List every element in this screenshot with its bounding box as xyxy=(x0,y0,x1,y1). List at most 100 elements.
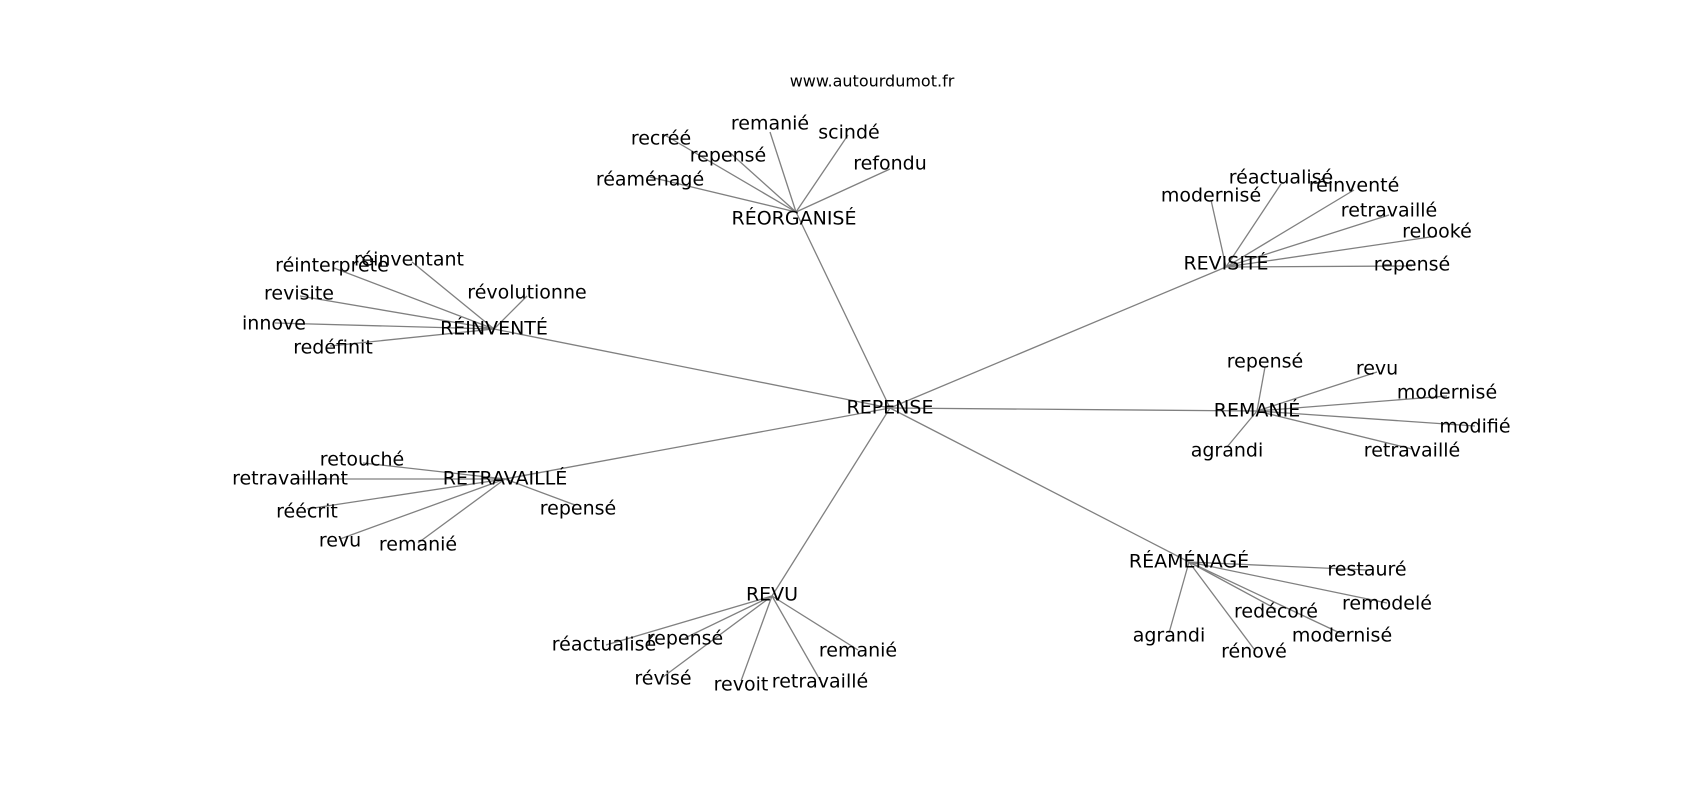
hub-leaf-edge xyxy=(662,595,773,678)
hub-leaf-edge xyxy=(493,295,528,330)
hub-leaf-edge xyxy=(1256,410,1413,450)
hub-leaf-edge xyxy=(274,322,495,330)
hub-leaf-edge xyxy=(1188,561,1277,610)
hub-node[interactable]: RÉAMÉNAGÉ xyxy=(1129,550,1249,573)
leaf-node[interactable]: repensé xyxy=(1227,351,1303,373)
hub-node[interactable]: REMANIÉ xyxy=(1214,399,1300,422)
hub-leaf-edge xyxy=(1188,561,1368,571)
root-hub-edge xyxy=(795,211,891,409)
hub-leaf-edge xyxy=(1188,561,1343,635)
graph-labels: REPENSE RÉORGANISÉ recréé remanié scindé… xyxy=(232,113,1511,696)
leaf-node[interactable]: remanié xyxy=(731,113,809,135)
hub-leaf-edge xyxy=(1225,189,1355,268)
hub-leaf-edge xyxy=(362,462,506,480)
leaf-node[interactable]: remanié xyxy=(379,534,457,556)
hub-leaf-edge xyxy=(1168,561,1190,634)
leaf-node[interactable]: réaménagé xyxy=(596,169,704,191)
leaf-node[interactable]: réactualisé xyxy=(552,634,656,656)
hub-leaf-edge xyxy=(740,595,773,682)
leaf-node[interactable]: réinventant xyxy=(354,249,464,271)
leaf-node[interactable]: retravaillé xyxy=(772,671,868,693)
hub-leaf-edge xyxy=(771,595,859,651)
leaf-node[interactable]: réactualisé xyxy=(1229,167,1333,189)
leaf-node[interactable]: revisite xyxy=(264,283,334,305)
hub-leaf-edge xyxy=(1256,371,1378,412)
leaf-node[interactable]: scindé xyxy=(818,122,879,144)
leaf-node[interactable]: modernisé xyxy=(1161,185,1261,207)
root-hub-edge xyxy=(504,407,891,480)
hub-leaf-edge xyxy=(306,478,506,510)
leaf-node[interactable]: redécoré xyxy=(1234,601,1318,623)
hub-leaf-edge xyxy=(417,478,506,544)
leaf-node[interactable]: révisé xyxy=(634,668,691,690)
leaf-node[interactable]: revu xyxy=(319,530,361,552)
root-hub-edge xyxy=(889,266,1227,409)
leaf-node[interactable]: relooké xyxy=(1402,221,1472,243)
leaf-node[interactable]: rénové xyxy=(1221,641,1287,663)
hub-leaf-edge xyxy=(771,595,821,681)
hub-leaf-edge xyxy=(1225,235,1438,268)
leaf-node[interactable]: révolutionne xyxy=(467,282,586,304)
leaf-node[interactable]: modifié xyxy=(1439,416,1510,438)
leaf-node[interactable]: revoit xyxy=(714,674,769,696)
hub-leaf-edge xyxy=(411,261,495,330)
hub-node[interactable]: REVISITÉ xyxy=(1183,252,1268,275)
leaf-node[interactable]: réinterprète xyxy=(275,255,389,277)
hub-leaf-edge xyxy=(1188,561,1388,604)
leaf-node[interactable]: modernisé xyxy=(1292,625,1392,647)
hub-leaf-edge xyxy=(649,176,797,213)
leaf-node[interactable]: retouché xyxy=(320,449,404,471)
root-hub-edge xyxy=(493,328,891,409)
leaf-node[interactable]: repensé xyxy=(540,498,616,520)
hub-node[interactable]: REVU xyxy=(746,584,798,606)
hub-leaf-edge xyxy=(1225,214,1390,268)
leaf-node[interactable]: innove xyxy=(242,313,306,335)
root-node[interactable]: REPENSE xyxy=(847,397,934,419)
leaf-node[interactable]: réécrit xyxy=(276,501,338,523)
hub-leaf-edge xyxy=(684,595,773,639)
hub-leaf-edge xyxy=(1226,410,1258,448)
leaf-node[interactable]: repensé xyxy=(1374,254,1450,276)
hub-leaf-edge xyxy=(1256,366,1266,412)
hub-leaf-edge xyxy=(339,478,506,540)
leaf-node[interactable]: modernisé xyxy=(1397,382,1497,404)
hub-node[interactable]: RÉINVENTÉ xyxy=(440,317,548,340)
leaf-node[interactable]: retravaillant xyxy=(232,468,348,490)
leaf-node[interactable]: redéfinit xyxy=(293,337,373,359)
hub-node[interactable]: RETRAVAILLÉ xyxy=(443,467,568,490)
hub-leaf-edge xyxy=(299,295,495,330)
leaf-node[interactable]: retravaillé xyxy=(1341,200,1437,222)
leaf-node[interactable]: repensé xyxy=(647,628,723,650)
hub-leaf-edge xyxy=(333,267,495,330)
graph-edges xyxy=(274,131,1476,682)
hub-leaf-edge xyxy=(504,478,576,506)
hub-node[interactable]: RÉORGANISÉ xyxy=(732,207,857,230)
hub-leaf-edge xyxy=(1225,265,1413,268)
leaf-node[interactable]: agrandi xyxy=(1191,440,1264,462)
root-hub-edge xyxy=(889,407,1258,412)
leaf-node[interactable]: revu xyxy=(1356,358,1398,380)
leaf-node[interactable]: agrandi xyxy=(1133,625,1206,647)
leaf-node[interactable]: retravaillé xyxy=(1364,440,1460,462)
hub-leaf-edge xyxy=(795,168,891,213)
hub-leaf-edge xyxy=(1225,183,1282,268)
leaf-node[interactable]: refondu xyxy=(853,153,927,175)
leaf-node[interactable]: remodelé xyxy=(1342,593,1432,615)
hub-leaf-edge xyxy=(1256,395,1448,412)
hub-leaf-edge xyxy=(1210,199,1227,268)
leaf-node[interactable]: recréé xyxy=(631,128,691,150)
site-watermark[interactable]: www.autourdumot.fr xyxy=(790,72,955,91)
hub-leaf-edge xyxy=(605,595,773,646)
hub-leaf-edge xyxy=(795,134,849,213)
hub-leaf-edge xyxy=(329,328,495,347)
hub-leaf-edge xyxy=(662,133,797,213)
hub-leaf-edge xyxy=(769,131,797,213)
root-hub-edge xyxy=(889,407,1190,563)
leaf-node[interactable]: restauré xyxy=(1327,559,1406,581)
root-hub-edge xyxy=(771,407,891,597)
leaf-node[interactable]: réinventé xyxy=(1309,175,1400,197)
leaf-node[interactable]: repensé xyxy=(690,145,766,167)
hub-leaf-edge xyxy=(727,150,797,213)
leaf-node[interactable]: remanié xyxy=(819,640,897,662)
